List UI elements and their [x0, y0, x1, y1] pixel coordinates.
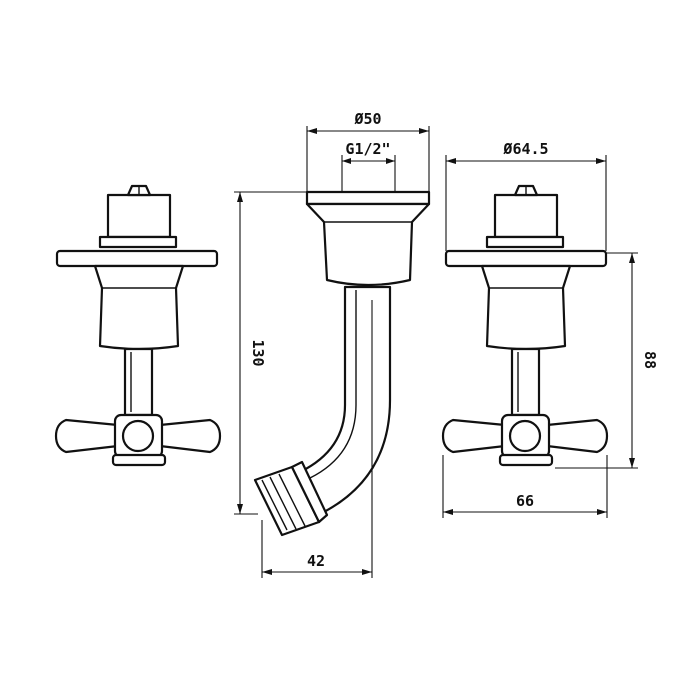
dimension-spout-thread: G1/2": [341, 140, 396, 192]
dim-label-spout-thread: G1/2": [345, 140, 390, 158]
dimension-valve-height: 88: [555, 252, 659, 469]
left-valve-shroud: [93, 264, 185, 351]
right-valve-handle-arm-left: [441, 418, 507, 454]
dimension-spout-flange-diameter: Ø50: [306, 110, 430, 192]
right-valve-shroud: [480, 264, 572, 351]
left-valve: [54, 184, 222, 467]
dimension-handle-width: 66: [442, 455, 608, 518]
dimension-spout-height: 130: [234, 191, 307, 515]
dim-label-handle-width: 66: [516, 492, 534, 510]
right-valve-hub-boss: [508, 419, 542, 453]
right-valve-headwork: [493, 193, 559, 239]
right-valve-flange: [444, 249, 608, 268]
right-valve-lock-nut: [485, 235, 565, 249]
left-valve-base-ring: [111, 453, 167, 467]
dimension-valve-flange-diameter: Ø64.5: [445, 140, 607, 251]
left-valve-handle-arm-right: [158, 418, 222, 454]
left-valve-headwork: [106, 193, 172, 239]
left-valve-hub-boss: [121, 419, 155, 453]
right-valve-stem: [510, 347, 541, 417]
left-valve-flange: [55, 249, 219, 268]
dim-label-valve-height: 88: [641, 351, 659, 369]
left-valve-handle-arm-left: [54, 418, 120, 454]
left-valve-lock-nut: [98, 235, 178, 249]
right-valve: [441, 184, 609, 467]
spout-pipe: [298, 285, 392, 517]
spout-shroud: [305, 202, 431, 287]
dim-label-spout-height: 130: [249, 339, 267, 366]
left-valve-stem: [123, 347, 154, 417]
dimension-spout-projection: 42: [261, 300, 373, 578]
right-valve-base-ring: [498, 453, 554, 467]
spout: [253, 190, 431, 537]
right-valve-handle-arm-right: [545, 418, 609, 454]
dim-label-valve-flange: Ø64.5: [502, 140, 548, 158]
dim-label-spout-flange: Ø50: [353, 110, 381, 128]
spout-flange: [305, 190, 431, 206]
dim-label-spout-projection: 42: [307, 552, 325, 570]
